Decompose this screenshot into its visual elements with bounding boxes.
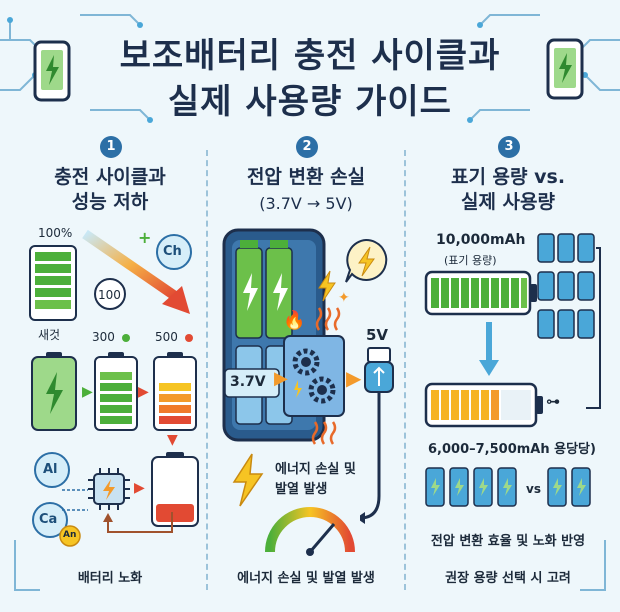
efficiency-gauge-icon: [265, 507, 355, 556]
section-3-footer-line-2: 권장 용량 선택 시 고려: [445, 571, 571, 586]
arrow-down-icon: [479, 322, 499, 376]
phones-few-icon: [547, 467, 591, 507]
chemistry-ca-label: Ca: [39, 512, 58, 527]
input-voltage-tag: [224, 368, 280, 398]
status-dot-green: [122, 334, 130, 342]
fire-icon: 🔥: [283, 310, 306, 331]
input-voltage-label: 3.7V: [230, 374, 266, 390]
heat-waves-icon: [311, 421, 337, 445]
lightning-icon: [318, 270, 336, 302]
battery-full-label: 100%: [38, 226, 73, 240]
column-divider: [404, 150, 406, 590]
full-battery-icon: [29, 245, 77, 321]
depleted-battery-icon: [151, 452, 199, 527]
section-3-badge: 3: [498, 136, 520, 158]
lightning-bubble-icon: [345, 238, 388, 283]
column-divider: [206, 150, 208, 590]
chemistry-ca-icon: [32, 502, 68, 538]
section-1-heading-line-1: 충전 사이클과: [54, 166, 166, 188]
battery-300-icon: [94, 352, 138, 431]
cycle-500-label: 500: [155, 330, 178, 344]
section-2-heading-line-2: (3.7V → 5V): [259, 194, 353, 213]
section-2-heading-line-1: 전압 변환 손실: [246, 166, 366, 188]
arrow-down-icon: ▼: [167, 432, 178, 448]
chemistry-al-label: Al: [43, 462, 58, 477]
phone-grid-icon: [537, 233, 601, 409]
arrow-right-icon: ▶: [82, 384, 93, 400]
section-2-badge: 2: [296, 136, 318, 158]
cycle-100-circle: [94, 278, 126, 310]
section-3-heading-line-1: 표기 용량 vs.: [450, 166, 566, 188]
usb-plug-icon: ⊶: [546, 394, 560, 410]
cycle-300-label: 300: [92, 330, 115, 344]
section-1-heading-line-2: 성능 저하: [71, 191, 149, 213]
degradation-arrow: [82, 229, 190, 314]
bond-lines: [62, 489, 88, 511]
section-2-footer: 에너지 손실 및 발열 발생: [237, 571, 375, 586]
phone-charging-icon: [33, 40, 71, 102]
chemistry-an-label: An: [63, 530, 77, 540]
usb-cable-icon: [360, 347, 394, 524]
output-voltage-label: 5V: [366, 326, 389, 344]
rated-capacity-label: 10,000mAh: [436, 232, 526, 248]
status-dot-red: [185, 334, 193, 342]
loss-note-line-1: 에너지 손실 및: [275, 462, 356, 477]
arrow-right-icon: ▶: [138, 384, 149, 400]
feedback-loop-arrow: [103, 512, 173, 533]
chemistry-an-icon: [59, 525, 81, 547]
chemistry-al-icon: [34, 452, 70, 488]
chemistry-ch-icon: [156, 234, 192, 270]
phones-many-icon: [425, 467, 517, 507]
vs-label: vs: [526, 482, 541, 496]
heat-waves-icon: [315, 307, 341, 331]
converter-gear-icon: [283, 335, 345, 417]
lightning-icon: [232, 453, 264, 507]
actual-capacity-label: 6,000–7,500mAh 용당당): [428, 442, 596, 457]
chemistry-ch-label: Ch: [163, 244, 182, 259]
section-3-heading-line-2: 실제 사용량: [460, 191, 555, 213]
phone-charging-icon: [546, 38, 584, 100]
rated-capacity-note: (표기 용량): [444, 254, 497, 267]
section-1-badge: 1: [100, 136, 122, 158]
plus-icon: +: [138, 228, 152, 247]
actual-battery-icon: [424, 382, 543, 428]
rated-battery-icon: [424, 270, 537, 316]
spark-icon: ✦: [338, 290, 350, 306]
battery-500-icon: [153, 352, 197, 431]
chip-icon: [88, 468, 130, 510]
new-battery-icon: [31, 352, 77, 431]
page-title-line-2: 실제 사용량 가이드: [168, 82, 452, 122]
page-title-line-1: 보조배터리 충전 사이클과: [119, 36, 501, 76]
loss-note-line-2: 발열 발생: [275, 482, 328, 497]
arrow-right-icon: ▶: [134, 480, 145, 496]
battery-new-label: 새것: [38, 328, 61, 342]
arrow-right-icon: ▶: [346, 366, 362, 390]
section-1-footer: 배터리 노화: [77, 571, 143, 586]
cycle-100-label: 100: [98, 288, 121, 302]
section-3-footer-line-1: 전압 변환 효율 및 노화 반영: [430, 534, 586, 549]
arrow-right-icon: ▶: [274, 368, 288, 389]
